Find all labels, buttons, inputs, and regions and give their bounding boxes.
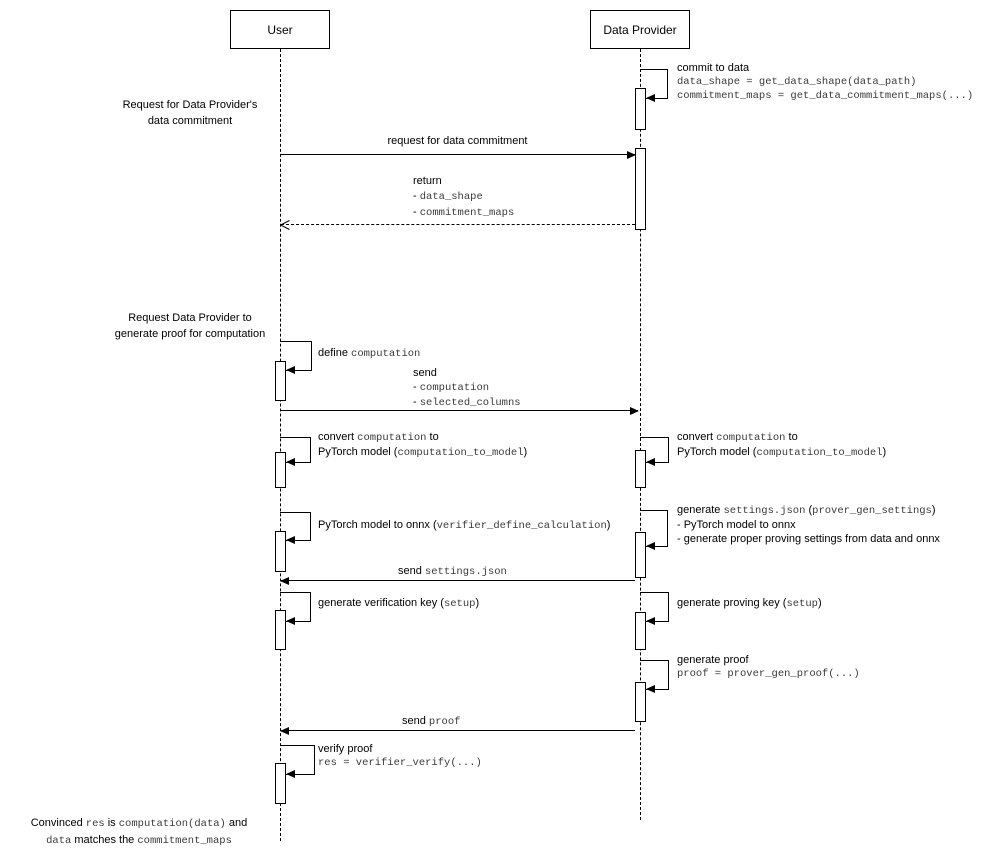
self-message-define-computation [280, 341, 312, 374]
self-message-provider-convert-computation [640, 437, 669, 466]
message-arrow-request-commitment [280, 151, 636, 159]
note-request-proof: Request Data Provider to generate proof … [80, 310, 300, 342]
open-arrowhead-icon [279, 220, 290, 230]
label-generate-proving-key: generate proving key (setup) [677, 597, 822, 610]
label-verify-proof: verify proof res = verifier_verify(...) [318, 742, 482, 770]
arrowhead-icon [646, 685, 655, 693]
label-line: convert computation to [318, 431, 439, 444]
actor-label-user: User [267, 22, 293, 37]
self-message-user-convert-computation [280, 437, 311, 466]
label-pytorch-to-onnx: PyTorch model to onnx (verifier_define_c… [318, 519, 611, 532]
activation-bar-provider [635, 450, 646, 488]
label-commit-to-data: commit to data data_shape = get_data_sha… [677, 61, 973, 103]
label-line: convert computation to [677, 431, 798, 444]
message-arrow-send-settings [280, 577, 635, 585]
label-line: - generate proper proving settings from … [677, 533, 940, 545]
label-define-computation: define computation [318, 347, 421, 360]
lifeline-provider [640, 49, 641, 820]
arrowhead-icon [646, 542, 655, 550]
label-line: PyTorch model (computation_to_model) [318, 446, 528, 459]
label-line: - PyTorch model to onnx [677, 519, 796, 531]
self-message-generate-proving-key [640, 592, 669, 625]
activation-bar-provider [635, 88, 646, 130]
note-line: generate proof for computation [114, 328, 266, 340]
label-user-convert-computation: convert computation to PyTorch model (co… [318, 430, 527, 460]
arrowhead-icon [286, 770, 295, 778]
note-convinced: Convinced res is computation(data) and d… [5, 815, 273, 849]
label-provider-convert-computation: convert computation to PyTorch model (co… [677, 430, 886, 460]
note-request-commitment: Request for Data Provider's data commitm… [80, 97, 300, 129]
code-line: commitment_maps = get_data_commitment_ma… [677, 90, 974, 102]
actor-label-provider: Data Provider [603, 22, 677, 37]
note-line: data commitment [147, 115, 233, 127]
actor-box-provider: Data Provider [590, 10, 690, 49]
self-message-verify-proof [280, 745, 315, 778]
arrowhead-icon [627, 151, 636, 159]
arrowhead-icon [630, 407, 639, 415]
label-line: PyTorch model (computation_to_model) [677, 446, 887, 459]
arrowhead-icon [286, 617, 295, 625]
activation-bar-user [275, 610, 286, 650]
self-message-pytorch-to-onnx [280, 512, 311, 544]
activation-bar-provider [635, 532, 646, 578]
label-generate-verification-key: generate verification key (setup) [318, 597, 480, 610]
label-line: - commitment_maps [413, 206, 515, 219]
code-line: data_shape = get_data_shape(data_path) [677, 76, 917, 88]
activation-bar-provider [635, 682, 646, 722]
note-line: Convinced res is computation(data) and [30, 817, 248, 830]
arrowhead-icon [646, 94, 655, 102]
message-arrow-send-computation [280, 407, 639, 415]
note-line: data matches the commitment_maps [46, 834, 232, 847]
code-line: res = verifier_verify(...) [318, 757, 482, 769]
arrowhead-icon [286, 458, 295, 466]
lifeline-user [280, 49, 281, 841]
arrowhead-icon [280, 727, 289, 735]
label-return: return - data_shape - commitment_maps [413, 174, 514, 221]
message-arrow-return [279, 220, 635, 230]
self-message-generate-verification-key [280, 592, 311, 625]
label-line: generate proof [677, 654, 749, 666]
label-send-proof: send proof [402, 715, 461, 728]
message-arrow-send-proof [280, 727, 635, 735]
note-line: Request for Data Provider's [122, 99, 258, 111]
activation-bar-user [275, 531, 286, 572]
label-line: generate settings.json (prover_gen_setti… [677, 504, 936, 517]
label-generate-settings: generate settings.json (prover_gen_setti… [677, 503, 940, 546]
note-line: Request Data Provider to [128, 312, 252, 324]
activation-bar-user [275, 361, 286, 401]
arrowhead-icon [646, 617, 655, 625]
arrowhead-icon [286, 366, 295, 374]
actor-box-user: User [230, 10, 330, 49]
self-message-commit-to-data [640, 69, 668, 102]
label-send-settings: send settings.json [398, 565, 507, 578]
arrowhead-icon [286, 536, 295, 544]
label-line: - data_shape [413, 190, 483, 203]
label-line: return [413, 175, 442, 187]
activation-bar-user [275, 763, 286, 804]
label-request-commitment: request for data commitment [387, 135, 528, 147]
label-generate-proof: generate proof proof = prover_gen_proof(… [677, 653, 860, 681]
self-message-generate-proof [640, 660, 669, 693]
activation-bar-provider [635, 148, 646, 230]
arrowhead-icon [646, 458, 655, 466]
label-line: send [413, 367, 437, 379]
activation-bar-user [275, 452, 286, 488]
label-line: - computation [413, 381, 490, 394]
activation-bar-provider [635, 612, 646, 650]
code-line: proof = prover_gen_proof(...) [677, 668, 860, 680]
label-line: commit to data [677, 62, 750, 74]
label-line: - selected_columns [413, 396, 521, 409]
arrowhead-icon [280, 577, 289, 585]
label-send-computation: send - computation - selected_columns [413, 366, 521, 410]
label-line: verify proof [318, 743, 373, 755]
self-message-generate-settings [640, 510, 668, 550]
